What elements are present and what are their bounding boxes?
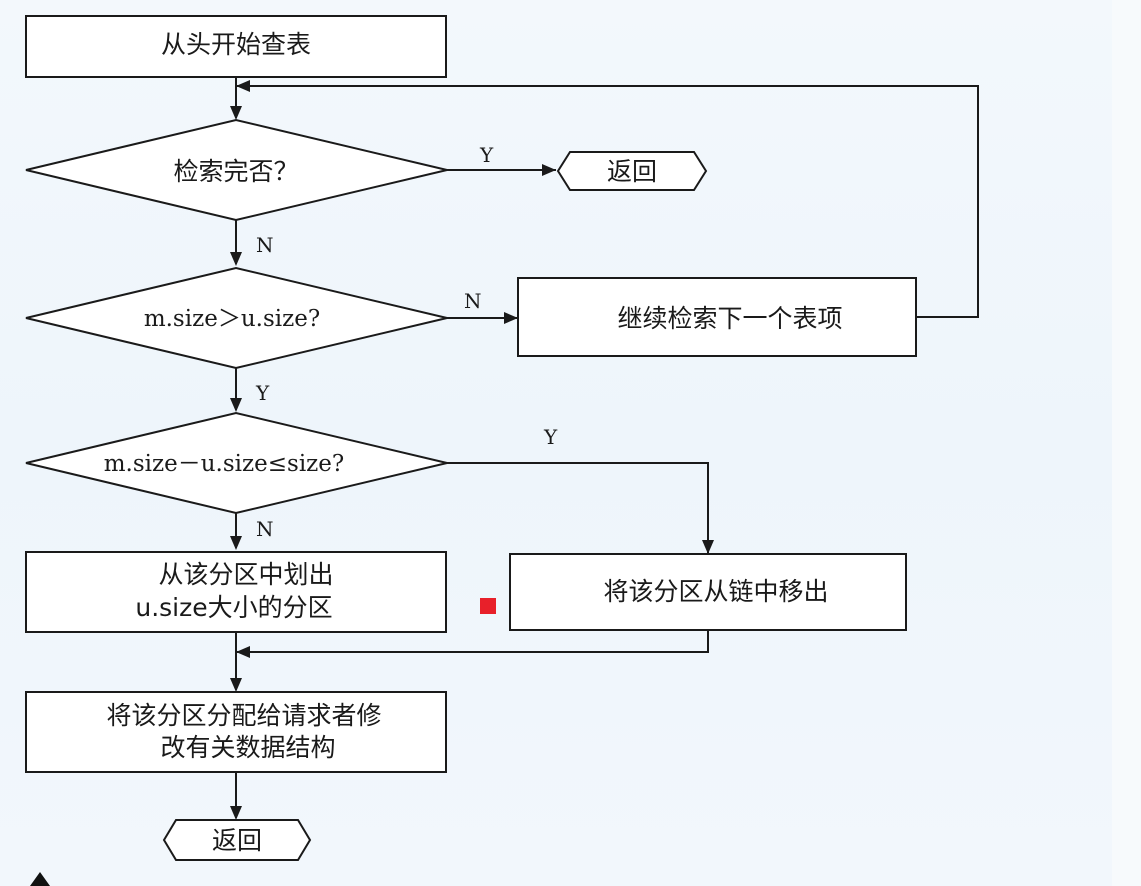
node-next-entry-label: 继续检索下一个表项 bbox=[617, 304, 842, 333]
edge-label-done-no: N bbox=[256, 233, 274, 257]
node-return-top-label: 返回 bbox=[607, 157, 657, 186]
node-return-bottom bbox=[162, 819, 312, 861]
node-diff-compare bbox=[25, 411, 448, 515]
node-check-done bbox=[25, 118, 448, 222]
edge-diff-yes bbox=[447, 462, 709, 553]
arrow-head bbox=[542, 164, 556, 176]
node-remove-from-chain bbox=[509, 553, 907, 631]
arrow-head bbox=[236, 646, 250, 658]
node-size-compare-label: m.size＞u.size? bbox=[144, 306, 320, 332]
panel-edge bbox=[1112, 0, 1141, 886]
node-start-label: 从头开始查表 bbox=[161, 30, 311, 59]
arrow-head bbox=[236, 80, 250, 92]
edge-label-diff-no: N bbox=[256, 517, 274, 541]
node-split bbox=[25, 551, 447, 633]
arrow-head bbox=[230, 678, 242, 692]
node-remove-from-chain-label: 将该分区从链中移出 bbox=[603, 577, 828, 606]
node-allocate-label-line1: 将该分区分配给请求者修 bbox=[106, 701, 381, 730]
node-diff-compare-label: m.size－u.size≤size? bbox=[104, 451, 345, 477]
edge-label-size-yes: Y bbox=[255, 381, 270, 405]
node-check-done-label: 检索完否？ bbox=[173, 157, 298, 186]
node-split-label-line1: 从该分区中划出 bbox=[158, 560, 333, 589]
edge-label-diff-yes: Y bbox=[543, 425, 558, 449]
node-allocate-label-line2: 改有关数据结构 bbox=[160, 733, 335, 762]
arrow-head bbox=[230, 252, 242, 266]
edge-label-done-yes: Y bbox=[479, 143, 494, 167]
red-square-marker bbox=[480, 598, 496, 614]
edge-loop-back bbox=[236, 85, 979, 318]
edge-remove-merge bbox=[236, 630, 709, 653]
node-return-top bbox=[556, 151, 708, 191]
node-allocate bbox=[25, 691, 447, 773]
arrow-head bbox=[230, 398, 242, 412]
node-next-entry bbox=[517, 277, 917, 357]
node-split-label-line2: u.size大小的分区 bbox=[135, 593, 332, 622]
arrow-head bbox=[504, 312, 518, 324]
node-return-bottom-label: 返回 bbox=[212, 826, 262, 855]
arrow-head bbox=[702, 540, 714, 554]
node-start bbox=[25, 15, 447, 78]
arrow-head bbox=[230, 536, 242, 550]
cursor-fragment bbox=[30, 872, 50, 886]
arrow-head bbox=[230, 806, 242, 820]
edge-label-size-no: N bbox=[464, 289, 482, 313]
arrow-head bbox=[230, 106, 242, 120]
node-size-compare bbox=[25, 266, 448, 370]
